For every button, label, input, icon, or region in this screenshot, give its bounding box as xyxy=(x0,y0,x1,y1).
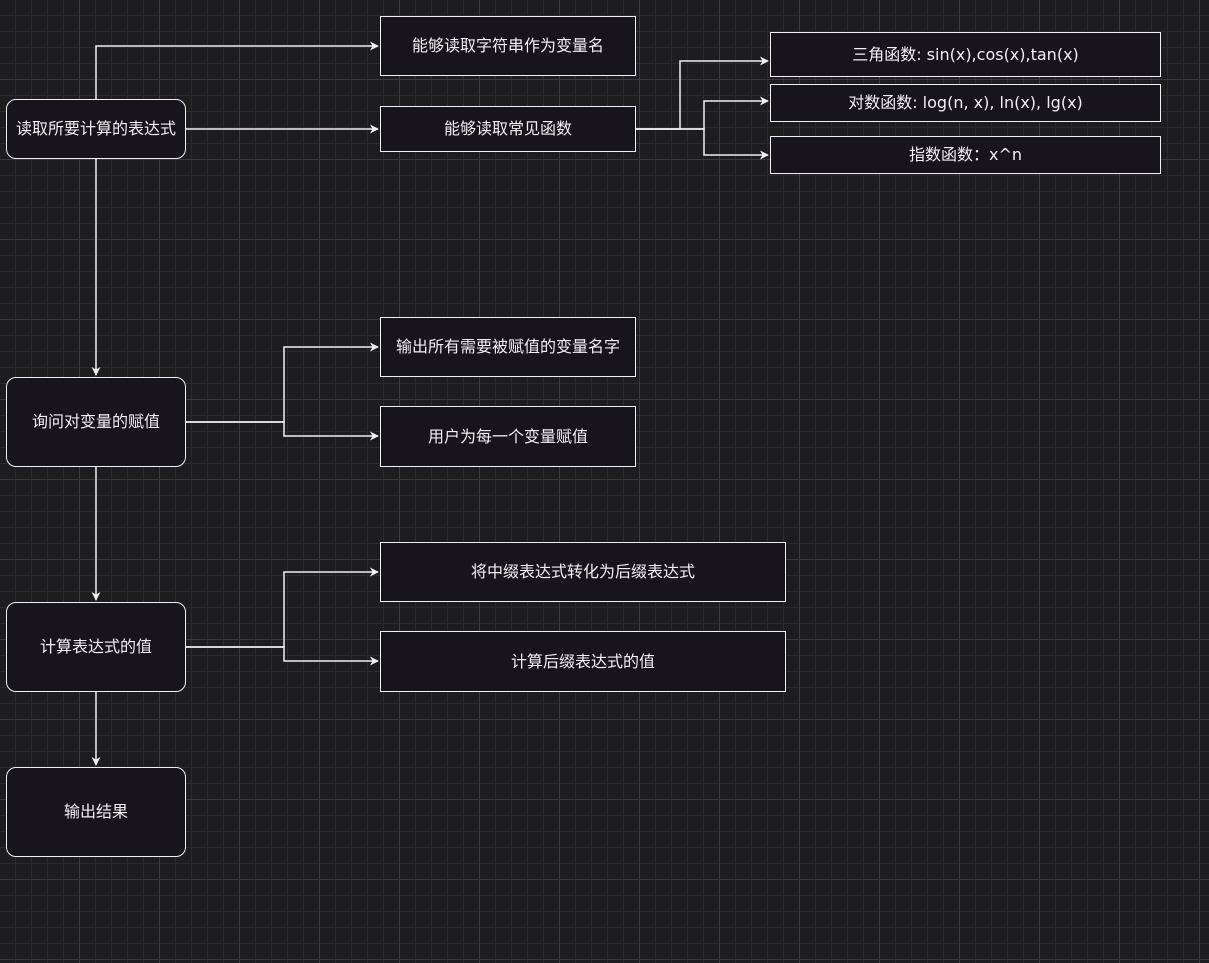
output-var-names-node[interactable]: 输出所有需要被赋值的变量名字 xyxy=(380,317,636,377)
user-assign-node[interactable]: 用户为每一个变量赋值 xyxy=(380,406,636,467)
read-common-funcs-node[interactable]: 能够读取常见函数 xyxy=(380,106,636,152)
infix-to-postfix-label: 将中缀表达式转化为后缀表达式 xyxy=(470,562,695,581)
trig-funcs-label: 三角函数: sin(x),cos(x),tan(x) xyxy=(852,44,1079,64)
read-expression-label: 读取所要计算的表达式 xyxy=(15,119,176,138)
trig-funcs-node[interactable]: 三角函数: sin(x),cos(x),tan(x) xyxy=(770,32,1161,77)
user-assign-label: 用户为每一个变量赋值 xyxy=(427,426,588,446)
eval-postfix-node[interactable]: 计算后缀表达式的值 xyxy=(380,631,786,692)
edge-ask-to-user-assign xyxy=(186,421,379,441)
compute-value-node[interactable]: 计算表达式的值 xyxy=(6,602,186,692)
output-result-node[interactable]: 输出结果 xyxy=(6,767,186,857)
infix-to-postfix-node[interactable]: 将中缀表达式转化为后缀表达式 xyxy=(380,542,786,602)
log-funcs-node[interactable]: 对数函数: log(n, x), ln(x), lg(x) xyxy=(770,84,1161,122)
edge-read-to-varnames xyxy=(95,41,379,99)
output-var-names-label: 输出所有需要被赋值的变量名字 xyxy=(395,337,620,356)
edge-compute-to-infix xyxy=(186,567,379,648)
output-result-label: 输出结果 xyxy=(63,802,128,821)
exp-funcs-node[interactable]: 指数函数：x^n xyxy=(770,136,1161,174)
eval-postfix-label: 计算后缀表达式的值 xyxy=(510,651,655,671)
ask-assignment-label: 询问对变量的赋值 xyxy=(31,412,160,431)
read-expression-node[interactable]: 读取所要计算的表达式 xyxy=(6,99,186,159)
ask-assignment-node[interactable]: 询问对变量的赋值 xyxy=(6,377,186,467)
read-var-names-label: 能够读取字符串作为变量名 xyxy=(411,36,604,55)
exp-funcs-label: 指数函数：x^n xyxy=(908,145,1023,164)
compute-value-label: 计算表达式的值 xyxy=(39,637,152,656)
read-var-names-node[interactable]: 能够读取字符串作为变量名 xyxy=(380,16,636,76)
edge-funcs-to-exp xyxy=(636,128,769,160)
edge-funcs-to-trig xyxy=(636,56,769,130)
log-funcs-label: 对数函数: log(n, x), ln(x), lg(x) xyxy=(848,93,1083,112)
read-common-funcs-label: 能够读取常见函数 xyxy=(443,119,572,138)
edge-funcs-to-log xyxy=(636,96,769,130)
edge-ask-to-output-names xyxy=(186,342,379,423)
edge-compute-to-postfix xyxy=(186,646,379,666)
